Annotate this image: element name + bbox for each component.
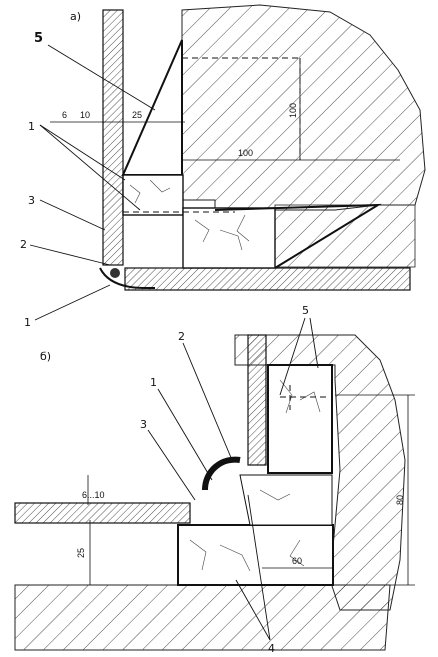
leader-a1b (39, 124, 141, 211)
leader-a2 (29, 244, 111, 266)
leader-b4b (247, 494, 271, 641)
insulation-b2 (177, 524, 334, 586)
callout-b-3: 3 (140, 418, 147, 431)
insulation-b1 (267, 364, 333, 474)
callout-b-2: 2 (178, 330, 185, 343)
corner-profile-b-inner (208, 463, 241, 491)
figure-b: б) 5 2 1 3 4 6...10 25 60 80 (14, 304, 415, 655)
leader-b4a (235, 579, 271, 641)
insulation-a2 (182, 207, 276, 269)
leader-b5a (279, 317, 306, 396)
leader-b1 (157, 388, 213, 481)
callout-a-2: 2 (20, 238, 27, 251)
dim-a-10: 10 (80, 110, 90, 120)
callout-a-3: 3 (28, 194, 35, 207)
board-horizontal-b (14, 502, 191, 524)
insulation-a1 (122, 174, 184, 216)
insulation-b3 (239, 474, 333, 526)
frame-vertical-b (247, 334, 267, 466)
leader-a5 (47, 44, 156, 111)
window-frame-a (102, 9, 124, 266)
dim-b-80: 80 (395, 495, 405, 505)
wall-lower-a (274, 204, 416, 268)
callout-a-5: 5 (34, 31, 43, 46)
dim-b-60: 60 (292, 556, 302, 566)
leader-b2 (182, 342, 233, 461)
figure-a-label: а) (70, 10, 81, 23)
dim-a-100-vert: 100 (288, 103, 298, 118)
dim-a-6: 6 (62, 110, 67, 120)
sealant-profile-a (99, 267, 155, 289)
crack-lines-b (189, 379, 321, 572)
dim-b-6-10: 6...10 (82, 490, 105, 500)
floor-mass-b (14, 584, 391, 651)
dim-b-25: 25 (76, 548, 86, 558)
leader-b5b (309, 317, 319, 369)
wall-mass-a (181, 4, 426, 211)
leader-b3 (147, 429, 196, 501)
leader-a1a (39, 124, 126, 181)
sill-board-a (124, 267, 411, 291)
callout-a-1: 1 (28, 120, 35, 133)
callout-b-1: 1 (150, 376, 157, 389)
leader-a3 (39, 199, 106, 231)
sealant-a (110, 268, 120, 278)
figure-a: а) 5 1 3 2 1 6 10 25 100 100 (20, 4, 426, 329)
dim-a-100-horiz: 100 (238, 148, 253, 158)
figure-b-label: б) (40, 350, 51, 363)
callout-b-4: 4 (268, 642, 275, 655)
crack-lines-a (129, 179, 250, 251)
callout-a-1b: 1 (24, 316, 31, 329)
dim-a-25: 25 (132, 110, 142, 120)
corner-profile-b (201, 456, 241, 491)
slope-a (214, 203, 382, 269)
leader-a1c (34, 284, 111, 321)
callout-b-5: 5 (302, 304, 309, 317)
bevel-a (121, 39, 183, 176)
